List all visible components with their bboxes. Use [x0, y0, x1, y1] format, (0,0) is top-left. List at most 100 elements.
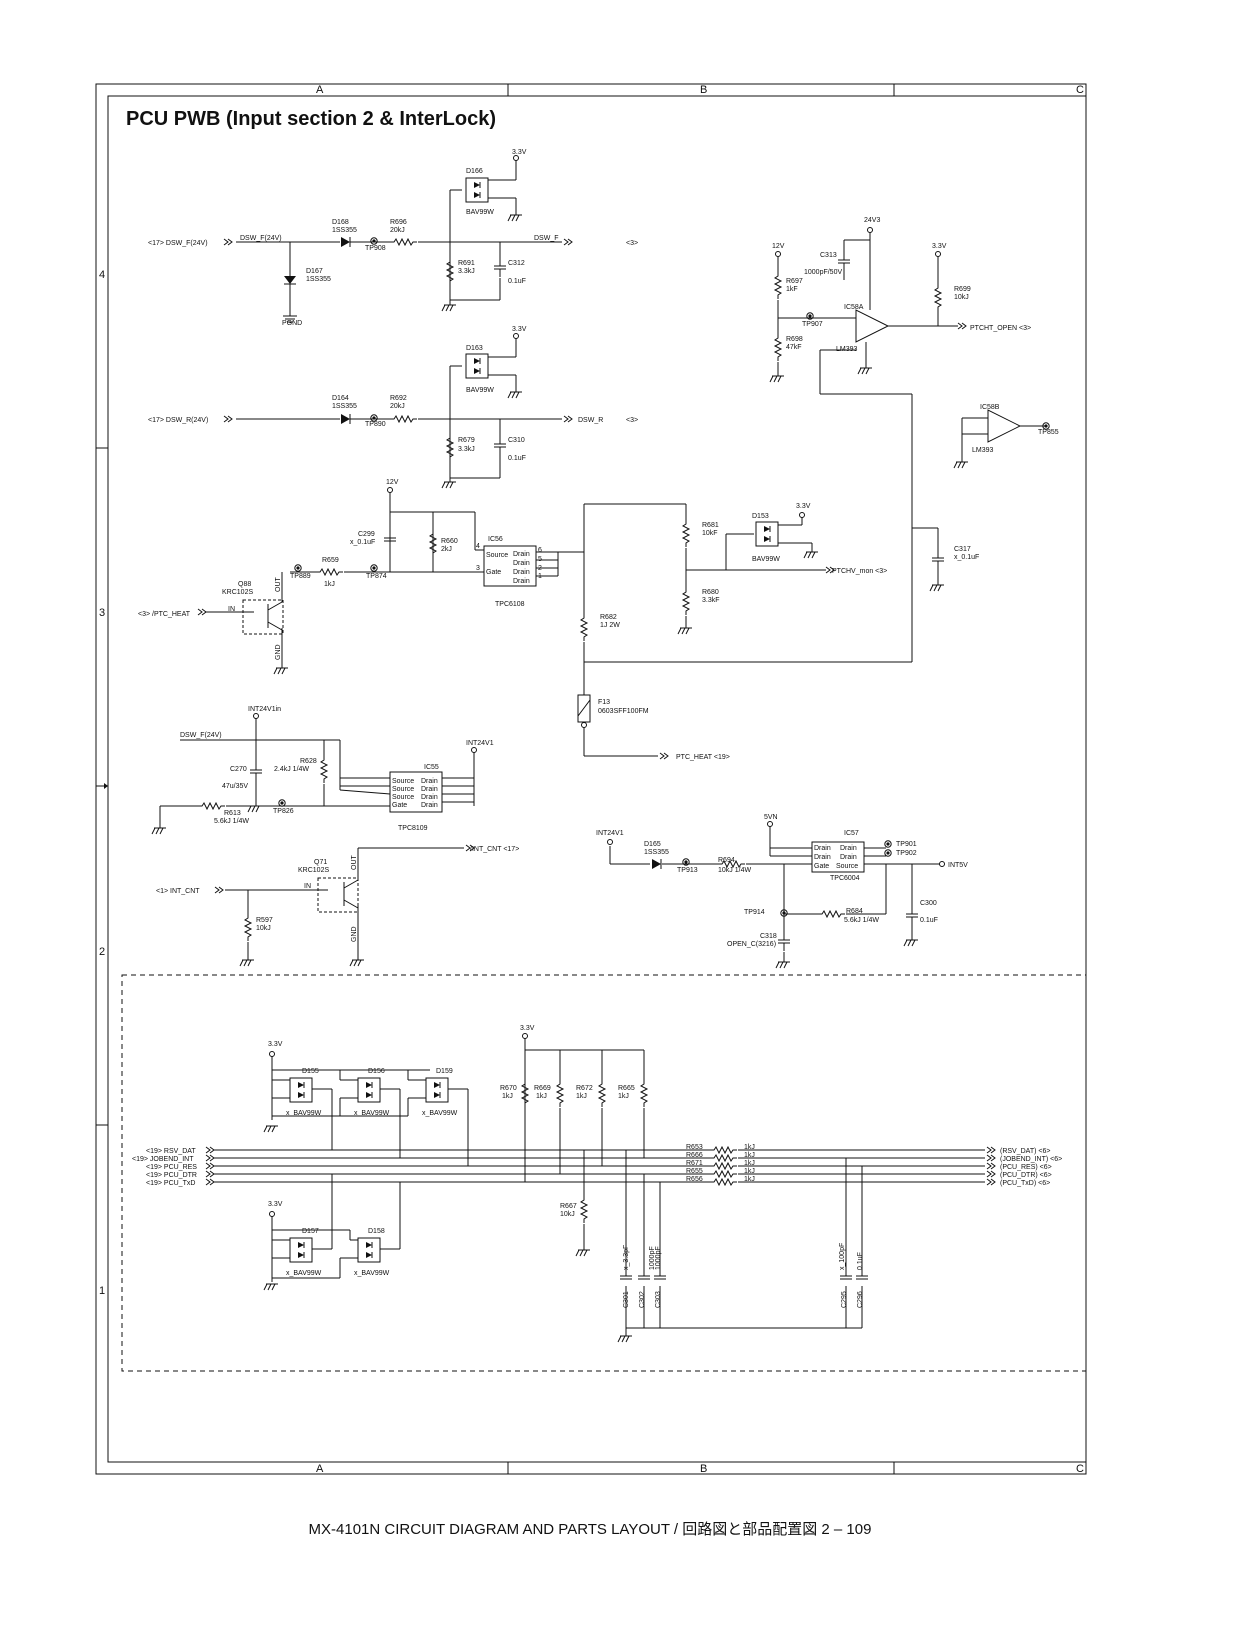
label-r681: R681 [702, 522, 719, 529]
row-label-4: 4 [99, 269, 105, 281]
label-c313: C313 [820, 252, 837, 259]
col-label-c-top: C [1076, 84, 1084, 96]
label-r697v: 1kF [786, 286, 798, 293]
label-in2: IN [304, 883, 311, 890]
label-c317v: x_0.1uF [954, 554, 979, 561]
label-r597: R597 [256, 917, 273, 924]
label-r691v: 3.3kJ [458, 268, 475, 275]
label-ic57: IC57 [844, 830, 859, 837]
label-c302v: 1000pF [649, 1246, 656, 1270]
label-c270: C270 [230, 766, 247, 773]
label-d159: D159 [436, 1068, 453, 1075]
label-v33e: 3.3V [520, 1025, 535, 1032]
label-r653: R653 [686, 1144, 703, 1151]
label-dswf24in: <17> DSW_F(24V) [148, 240, 208, 247]
label-gate56: Gate [486, 569, 501, 576]
row-label-3: 3 [99, 607, 105, 619]
label-k2: 1kJ [744, 1152, 755, 1159]
label-r691: R691 [458, 260, 475, 267]
label-c318: C318 [760, 933, 777, 940]
label-in1: IN [228, 606, 235, 613]
label-d163: D163 [466, 345, 483, 352]
label-tp908: TP908 [365, 245, 386, 252]
label-xb4: x_BAV99W [286, 1270, 322, 1277]
col-label-a-bottom: A [316, 1463, 324, 1475]
label-v5vn: 5VN [764, 814, 778, 821]
label-r613: R613 [224, 810, 241, 817]
label-pgnd: PGND [282, 320, 302, 327]
label-dr55a: Drain [421, 778, 438, 785]
page-footer: MX-4101N CIRCUIT DIAGRAM AND PARTS LAYOU… [309, 1521, 872, 1538]
label-tp902: TP902 [896, 850, 917, 857]
label-c303: C303 [655, 1291, 662, 1308]
label-gnd1: GND [275, 644, 282, 660]
label-dr55c: Drain [421, 794, 438, 801]
label-bav99w1: BAV99W [466, 209, 494, 216]
label-r670: R670 [500, 1085, 517, 1092]
label-r698v: 47kF [786, 344, 802, 351]
label-src56: Source [486, 552, 508, 559]
label-tp913: TP913 [677, 867, 698, 874]
label-s55a: Source [392, 778, 414, 785]
label-ptchv: PTCHV_mon <3> [832, 568, 887, 575]
label-c303v: 1000pF [655, 1246, 662, 1270]
label-p56_6: 6 [538, 547, 542, 554]
label-so2: (JOBEND_INT) <6> [1000, 1156, 1062, 1163]
label-r628: R628 [300, 758, 317, 765]
label-dswf24: DSW_F(24V) [240, 235, 282, 242]
label-d167p: 1SS355 [306, 276, 331, 283]
label-ptcheat: <3> /PTC_HEAT [138, 611, 191, 618]
label-sig1: <19> RSV_DAT [146, 1148, 196, 1155]
label-c301v: x_3.3pF [623, 1245, 630, 1270]
label-intcnt: /INT_CNT <17> [470, 846, 519, 853]
label-d168p: 1SS355 [332, 227, 357, 234]
label-r680: R680 [702, 589, 719, 596]
label-r659v: 1kJ [324, 581, 335, 588]
label-dswf24b: DSW_F(24V) [180, 732, 222, 739]
label-r692: R692 [390, 395, 407, 402]
label-c302: C302 [639, 1291, 646, 1308]
label-r696v: 20kJ [390, 227, 405, 234]
label-int24v1b: INT24V1 [596, 830, 624, 837]
label-out2: OUT [351, 855, 358, 871]
col-label-c-bottom: C [1076, 1463, 1084, 1475]
label-dr55b: Drain [421, 786, 438, 793]
label-d165: D165 [644, 841, 661, 848]
label-r694v: 10kJ 1/4W [718, 867, 751, 874]
label-r682v: 1J 2W [600, 622, 620, 629]
label-c299v: x_0.1uF [350, 539, 375, 546]
row-label-1: 1 [99, 1285, 105, 1297]
label-r696: R696 [390, 219, 407, 226]
label-v33b: 3.3V [512, 326, 527, 333]
label-c312v: 0.1uF [508, 278, 526, 285]
label-sig4: <19> PCU_DTR [146, 1172, 197, 1179]
label-p56_5: 5 [538, 556, 542, 563]
label-dswro: DSW_R [578, 417, 603, 424]
label-s57: Source [836, 863, 858, 870]
label-d158: D158 [368, 1228, 385, 1235]
label-krc2: KRC102S [298, 867, 329, 874]
label-dr56d: Drain [513, 578, 530, 585]
page-title: PCU PWB (Input section 2 & InterLock) [126, 108, 496, 130]
label-ptcht: PTCHT_OPEN <3> [970, 325, 1031, 332]
label-c295: C295 [841, 1291, 848, 1308]
wiring [121, 158, 1087, 1372]
label-c295v: x_100pF [839, 1243, 846, 1270]
label-d166: D166 [466, 168, 483, 175]
label-d165p: 1SS355 [644, 849, 669, 856]
label-r660: R660 [441, 538, 458, 545]
label-f13v: 0603SFF100FM [598, 708, 649, 715]
label-r665v: 1kJ [618, 1093, 629, 1100]
label-dswfref: <3> [626, 240, 638, 247]
label-f13: F13 [598, 699, 610, 706]
label-v12b: 12V [772, 243, 785, 250]
label-c301: C301 [623, 1291, 630, 1308]
label-r666: R666 [686, 1152, 703, 1159]
label-dswr24in: <17> DSW_R(24V) [148, 417, 208, 424]
label-v24v3: 24V3 [864, 217, 880, 224]
label-int24v1in: INT24V1in [248, 706, 281, 713]
label-r665: R665 [618, 1085, 635, 1092]
label-r694: R694 [718, 857, 735, 864]
label-c313v: 1000pF/50V [804, 269, 842, 276]
label-c296: C296 [857, 1291, 864, 1308]
